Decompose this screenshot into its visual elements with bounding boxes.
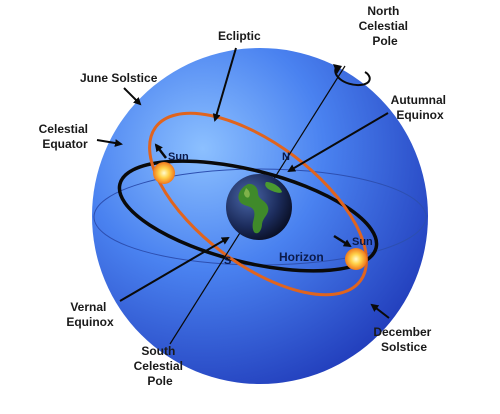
label-celestial-equator: Celestial Equator bbox=[39, 122, 92, 151]
south-marker: S bbox=[224, 255, 231, 267]
sun-motion-arrow bbox=[333, 234, 352, 248]
sun-label-top: Sun bbox=[168, 151, 189, 163]
sun-motion-arrow bbox=[154, 143, 167, 159]
horizon-label: Horizon bbox=[279, 250, 324, 264]
rotation-arrow-icon bbox=[333, 64, 371, 87]
north-marker: N bbox=[282, 151, 290, 163]
leader-celestial-equator bbox=[96, 139, 123, 147]
leader-december-solstice bbox=[370, 303, 390, 319]
sun-icon bbox=[345, 248, 367, 270]
celestial-equator-ring bbox=[117, 159, 379, 273]
label-south-celestial-pole: South Celestial Pole bbox=[134, 344, 187, 388]
label-vernal-equinox: Vernal Equinox bbox=[66, 300, 114, 329]
label-june-solstice: June Solstice bbox=[80, 71, 158, 85]
earth-globe-icon bbox=[226, 174, 292, 240]
ecliptic-ring bbox=[148, 111, 368, 297]
leader-june-solstice bbox=[123, 87, 142, 106]
label-december-solstice: December Solstice bbox=[373, 325, 434, 354]
leader-vernal-equinox bbox=[119, 236, 230, 302]
label-north-celestial-pole: North Celestial Pole bbox=[359, 4, 412, 48]
leader-autumnal-equinox bbox=[287, 112, 389, 173]
sun-label-right: Sun bbox=[352, 236, 373, 248]
leader-ecliptic bbox=[212, 47, 237, 122]
label-ecliptic: Ecliptic bbox=[218, 29, 261, 43]
label-autumnal-equinox: Autumnal Equinox bbox=[391, 93, 450, 122]
sun-icon bbox=[153, 162, 175, 184]
